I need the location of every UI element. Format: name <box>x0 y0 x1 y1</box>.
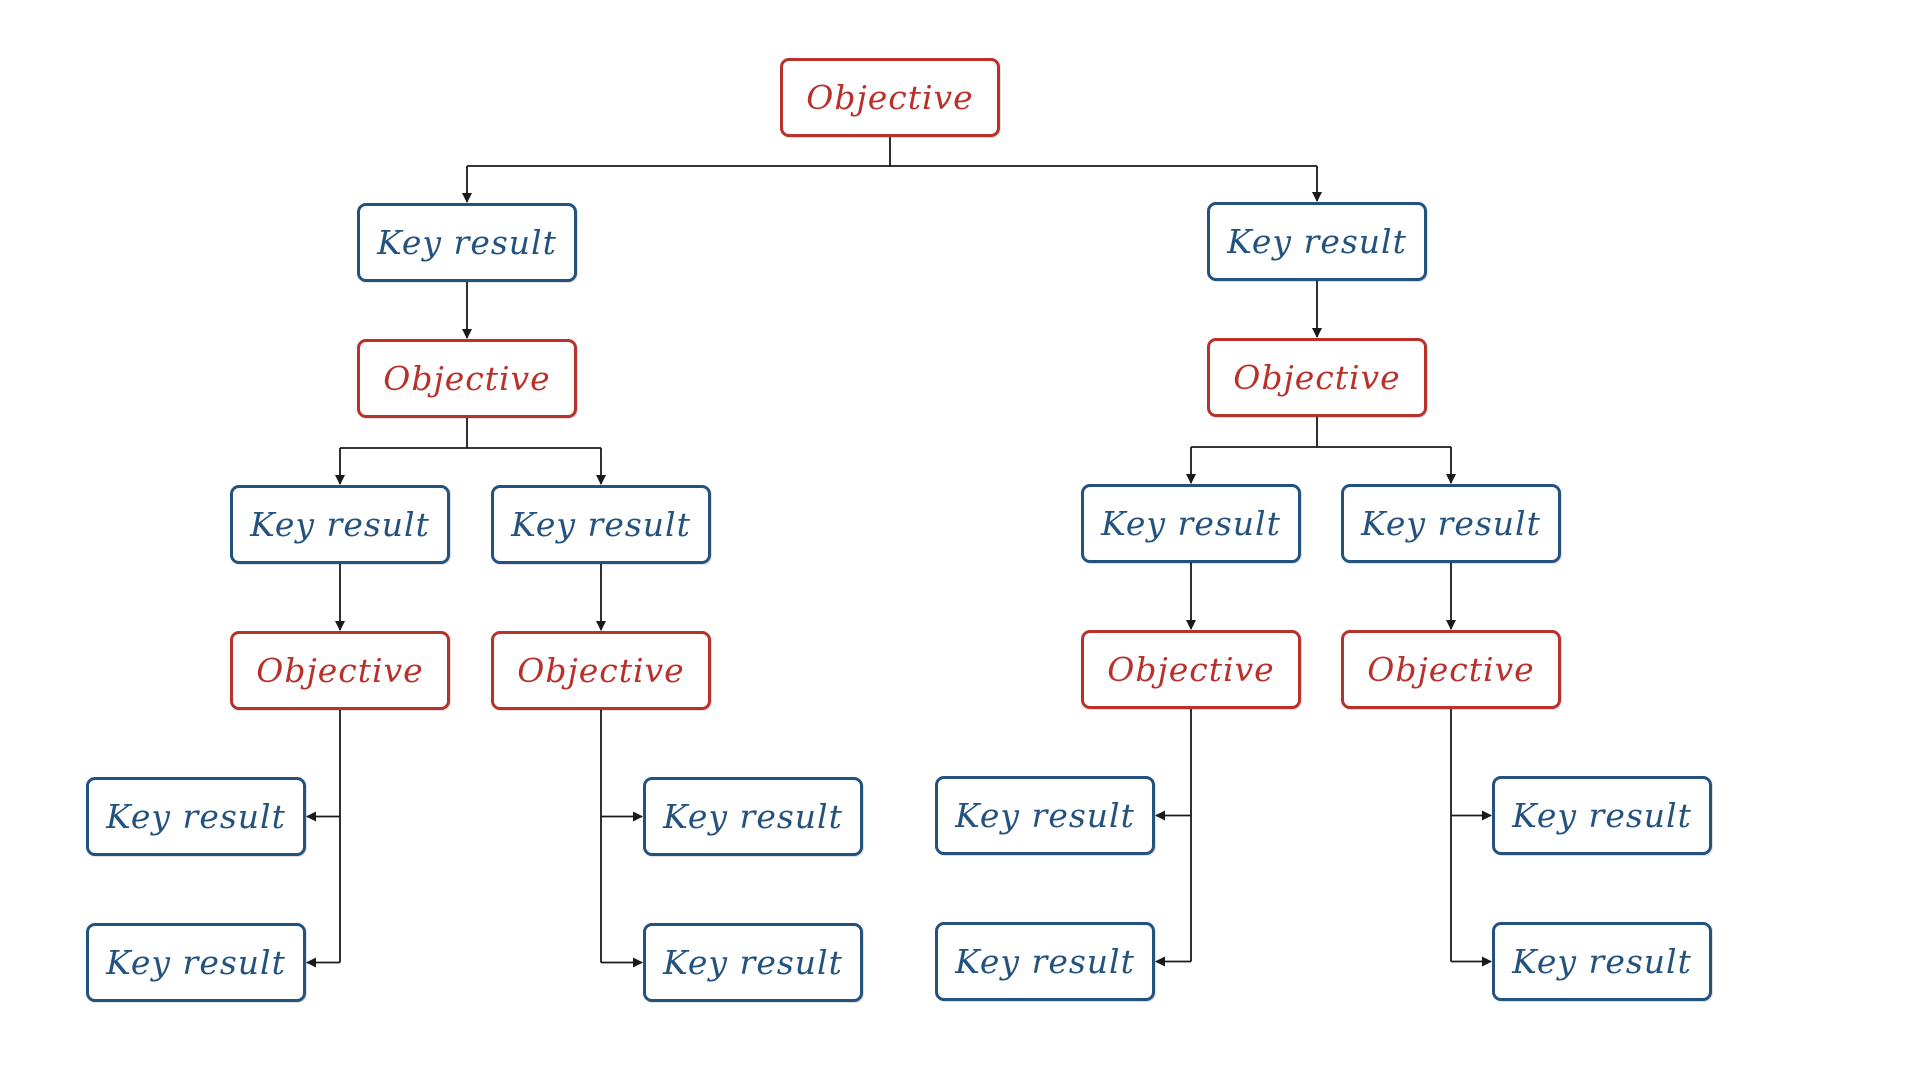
key-result-node: Key result <box>935 776 1155 855</box>
key-result-node: Key result <box>1341 484 1561 563</box>
key-result-node: Key result <box>491 485 711 564</box>
key-result-node: Key result <box>230 485 450 564</box>
key-result-node: Key result <box>357 203 577 282</box>
key-result-node: Key result <box>86 923 306 1002</box>
objective-node: Objective <box>1081 630 1301 709</box>
key-result-node: Key result <box>643 777 863 856</box>
key-result-node: Key result <box>1207 202 1427 281</box>
key-result-node: Key result <box>86 777 306 856</box>
objective-node: Objective <box>357 339 577 418</box>
objective-node: Objective <box>1207 338 1427 417</box>
key-result-node: Key result <box>1081 484 1301 563</box>
key-result-node: Key result <box>1492 776 1712 855</box>
objective-node: Objective <box>780 58 1000 137</box>
key-result-node: Key result <box>643 923 863 1002</box>
objective-node: Objective <box>230 631 450 710</box>
objective-node: Objective <box>1341 630 1561 709</box>
key-result-node: Key result <box>1492 922 1712 1001</box>
key-result-node: Key result <box>935 922 1155 1001</box>
objective-node: Objective <box>491 631 711 710</box>
